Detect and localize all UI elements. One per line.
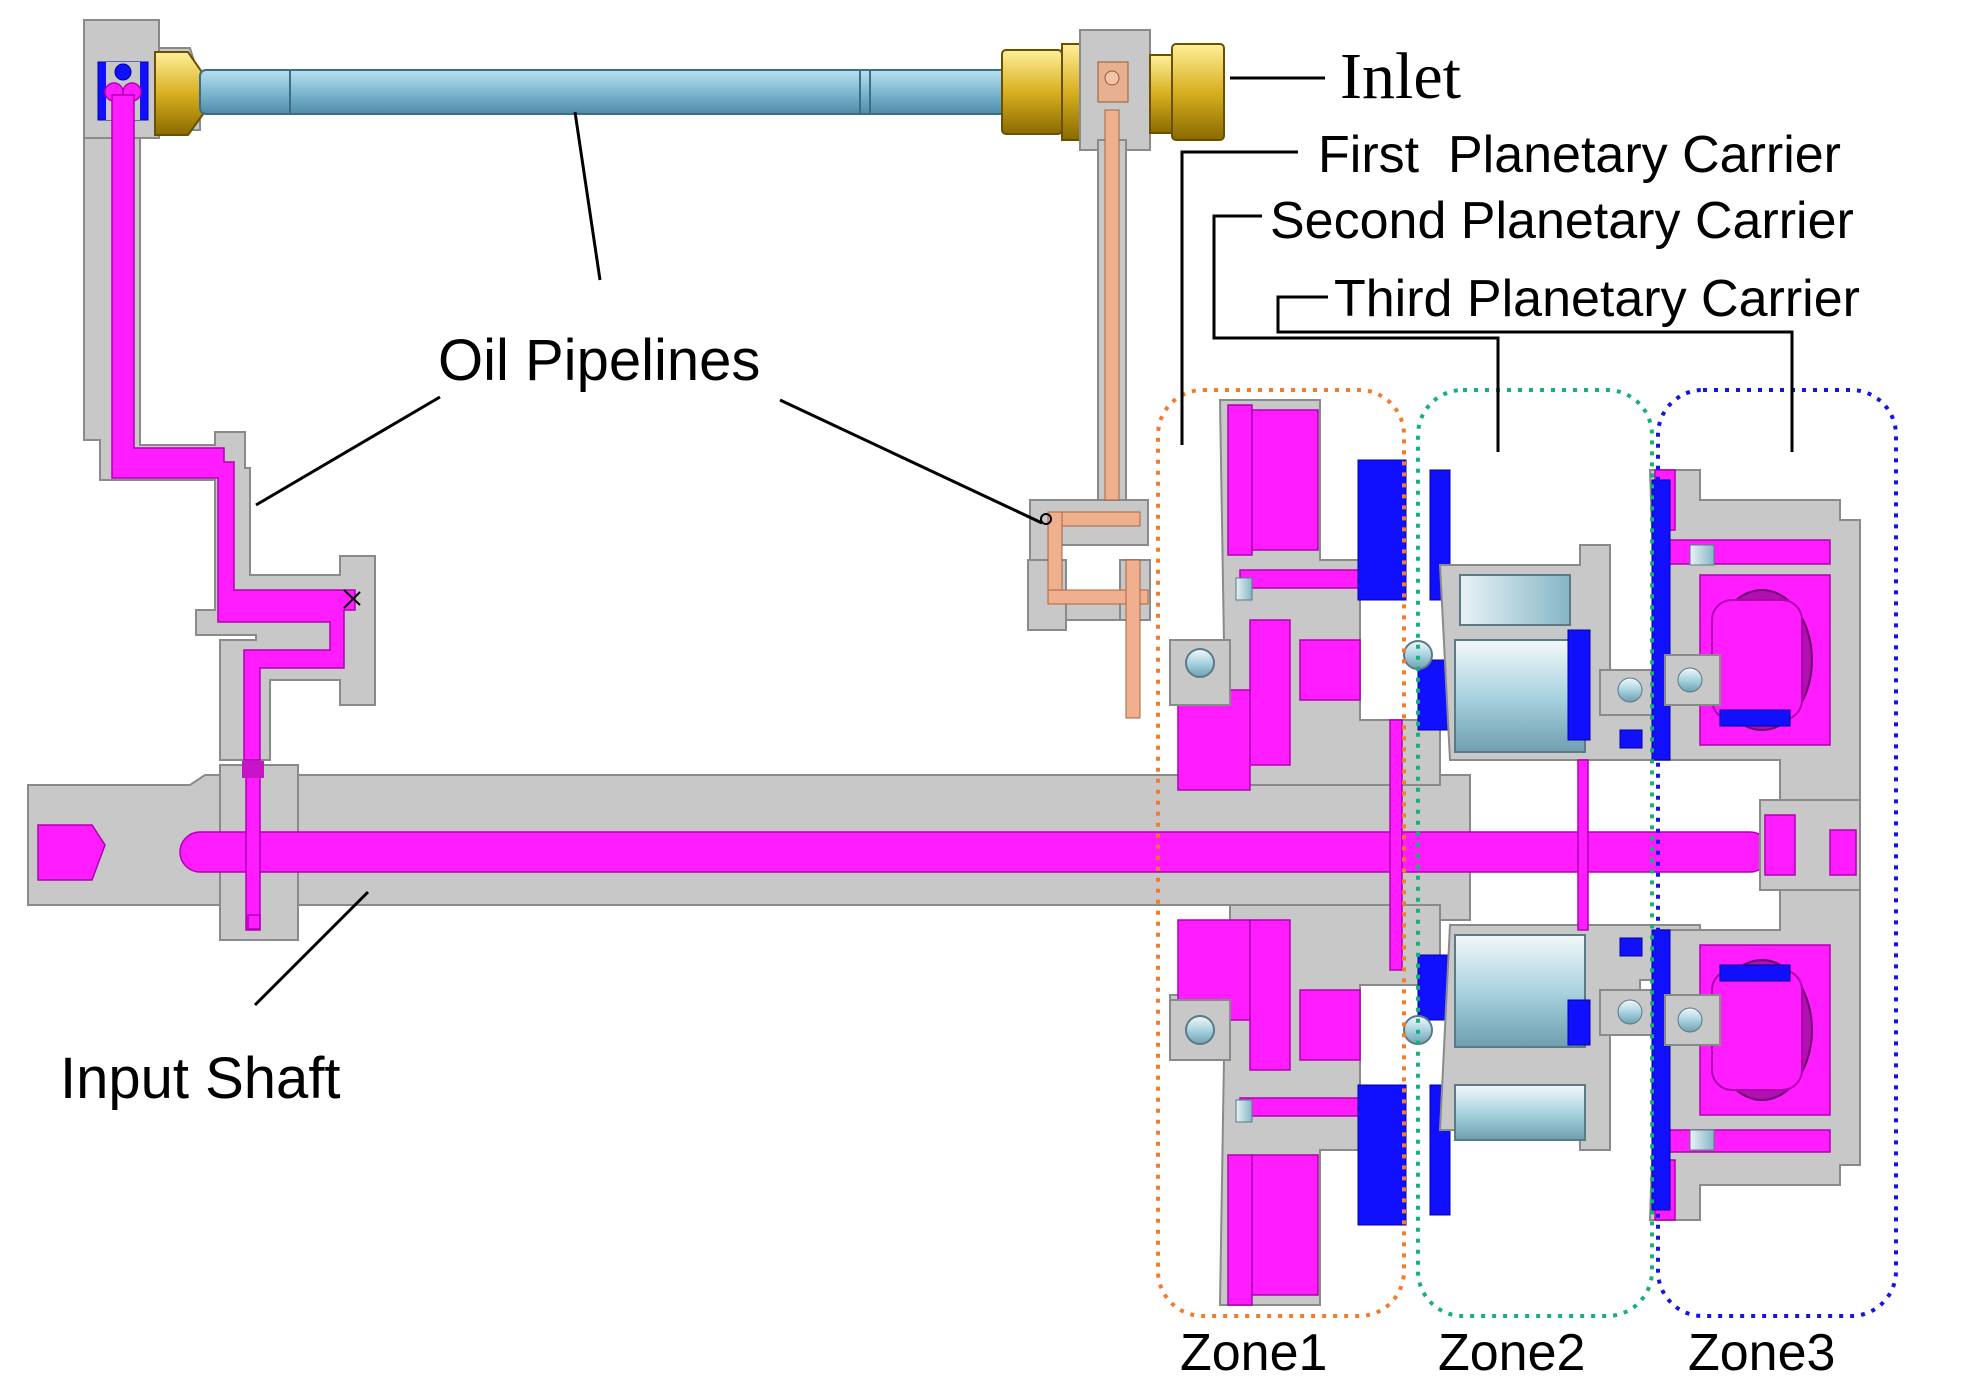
zone2-label: Zone2: [1438, 1324, 1585, 1382]
zone-outlines: [1156, 388, 1898, 1318]
left-oil-pipeline: [83, 19, 376, 761]
input-shaft: [27, 759, 1771, 941]
input-shaft-label: Input Shaft: [60, 1046, 341, 1111]
inlet-fitting: [1001, 29, 1225, 151]
leader-lines: [253, 76, 1794, 1007]
second-planetary-carrier: [1438, 544, 1701, 1151]
oil-pipelines-label: Oil Pipelines: [438, 328, 760, 393]
top-oil-pipe: [154, 51, 1019, 136]
zone1-label: Zone1: [1180, 1324, 1327, 1382]
second-carrier-label: Second Planetary Carrier: [1270, 192, 1854, 250]
right-oil-branch: [1027, 109, 1151, 719]
inlet-label: Inlet: [1340, 40, 1461, 113]
zone1-outline: [1156, 388, 1406, 1318]
zone3-outline: [1656, 388, 1898, 1318]
first-carrier-label: First Planetary Carrier: [1318, 126, 1841, 184]
zone3-label: Zone3: [1688, 1324, 1835, 1382]
third-planetary-carrier: [1648, 469, 1861, 1221]
third-carrier-label: Third Planetary Carrier: [1334, 270, 1860, 328]
